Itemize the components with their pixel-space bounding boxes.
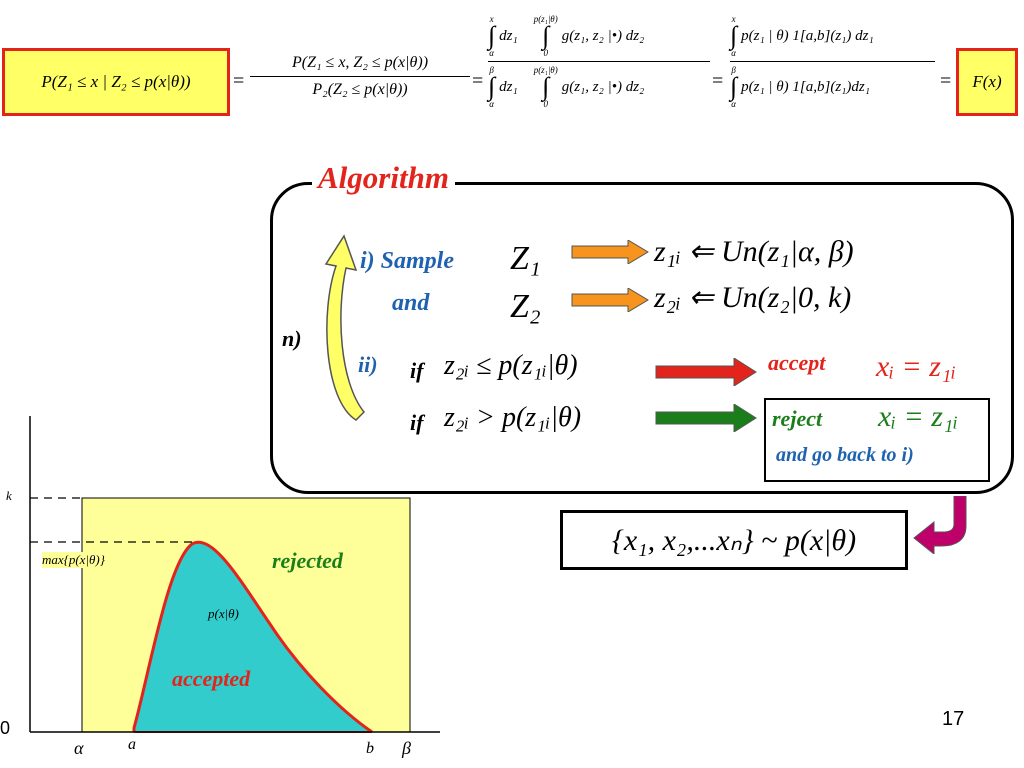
algorithm-title: Algorithm xyxy=(312,160,455,196)
accepted-region xyxy=(134,542,372,732)
max-label: max{p(x|θ)} xyxy=(42,552,105,568)
density-curve xyxy=(132,540,373,734)
cdf-box: F(x) xyxy=(956,48,1018,116)
integral-numerator: x∫α dz₁ p(z₁|θ)∫0 g(z₁, z₂ |•) dz₂ xyxy=(488,14,645,58)
equals-sign: = xyxy=(472,70,484,92)
integral-denominator: β∫α dz₁ p(z₁|θ)∫0 g(z₁, z₂ |•) dz₂ xyxy=(488,65,645,109)
integral-fraction: x∫α dz₁ p(z₁|θ)∫0 g(z₁, z₂ |•) dz₂ β∫α d… xyxy=(488,14,710,109)
accepted-label: accepted xyxy=(172,666,251,691)
accept-label: accept xyxy=(768,350,826,375)
conditional-probability-box: P(Z₁ ≤ x | Z₂ ≤ p(x|θ)) xyxy=(2,48,230,116)
z1-variable: Z₁ xyxy=(510,240,541,277)
curve-label: p(x|θ) xyxy=(208,606,239,621)
probability-fraction: P(Z₁ ≤ x, Z₂ ≤ p(x|θ)) P₂(Z₂ ≤ p(x|θ)) xyxy=(250,54,470,99)
zero-label: 0 xyxy=(0,718,11,738)
conditional-probability-text: P(Z₁ ≤ x | Z₂ ≤ p(x|θ)) xyxy=(41,72,191,91)
reject-result: xᵢ = z₁ᵢ xyxy=(878,400,959,433)
loop-label: n) xyxy=(282,326,302,351)
indicator-denominator: β∫α p(z₁ | θ) 1[a,b](z₁)dz₁ xyxy=(730,65,870,109)
green-arrow-icon xyxy=(655,404,757,432)
indicator-numerator: x∫α p(z₁ | θ) 1[a,b](z₁) dz₁ xyxy=(730,14,874,58)
accept-result: xᵢ = z₁ᵢ xyxy=(876,350,957,383)
z2-sample-formula: z₂ᵢ ⇐ Un(z₂|0, k) xyxy=(654,281,852,314)
beta-label: β xyxy=(402,738,411,758)
fraction-denominator: P₂(Z₂ ≤ p(x|θ)) xyxy=(312,81,408,98)
rejection-sampling-plot xyxy=(29,416,440,734)
k-label: k xyxy=(6,488,12,503)
sample-result-box: {x₁, x₂,...xₙ} ~ p(x|θ) xyxy=(560,510,908,570)
step1-label: i) Sample xyxy=(360,248,454,274)
step1-and: and xyxy=(392,290,430,316)
if-label-1: if xyxy=(410,358,424,383)
alpha-label: α xyxy=(74,738,84,758)
rejected-label: rejected xyxy=(272,548,343,573)
reject-label: reject xyxy=(772,406,823,431)
orange-arrow-icon xyxy=(571,288,649,312)
accept-condition: z₂ᵢ ≤ p(z₁ᵢ|θ) xyxy=(444,350,578,381)
algorithm-box xyxy=(270,182,1014,494)
z2-variable: Z₂ xyxy=(510,288,541,325)
page-number: 17 xyxy=(942,708,965,730)
if-label-2: if xyxy=(410,410,424,435)
indicator-integral-fraction: x∫α p(z₁ | θ) 1[a,b](z₁) dz₁ β∫α p(z₁ | … xyxy=(730,14,935,109)
step2-label: ii) xyxy=(358,352,378,377)
loop-arrow-icon xyxy=(324,234,366,421)
reject-box xyxy=(764,398,990,482)
equals-sign: = xyxy=(233,70,245,92)
fraction-numerator: P(Z₁ ≤ x, Z₂ ≤ p(x|θ)) xyxy=(291,54,429,71)
sample-result: {x₁, x₂,...xₙ} ~ p(x|θ) xyxy=(611,523,857,557)
red-arrow-icon xyxy=(655,358,757,386)
equals-sign: = xyxy=(712,70,724,92)
reject-condition: z₂ᵢ > p(z₁ᵢ|θ) xyxy=(444,402,582,433)
magenta-arrow-icon xyxy=(913,496,967,554)
orange-arrow-icon xyxy=(571,240,649,264)
z1-sample-formula: z₁ᵢ ⇐ Un(z₁|α, β) xyxy=(654,235,854,268)
a-label: a xyxy=(128,736,136,753)
cdf-text: F(x) xyxy=(972,72,1002,91)
equals-sign: = xyxy=(940,70,952,92)
b-label: b xyxy=(366,740,374,757)
go-back-label: and go back to i) xyxy=(776,444,914,466)
